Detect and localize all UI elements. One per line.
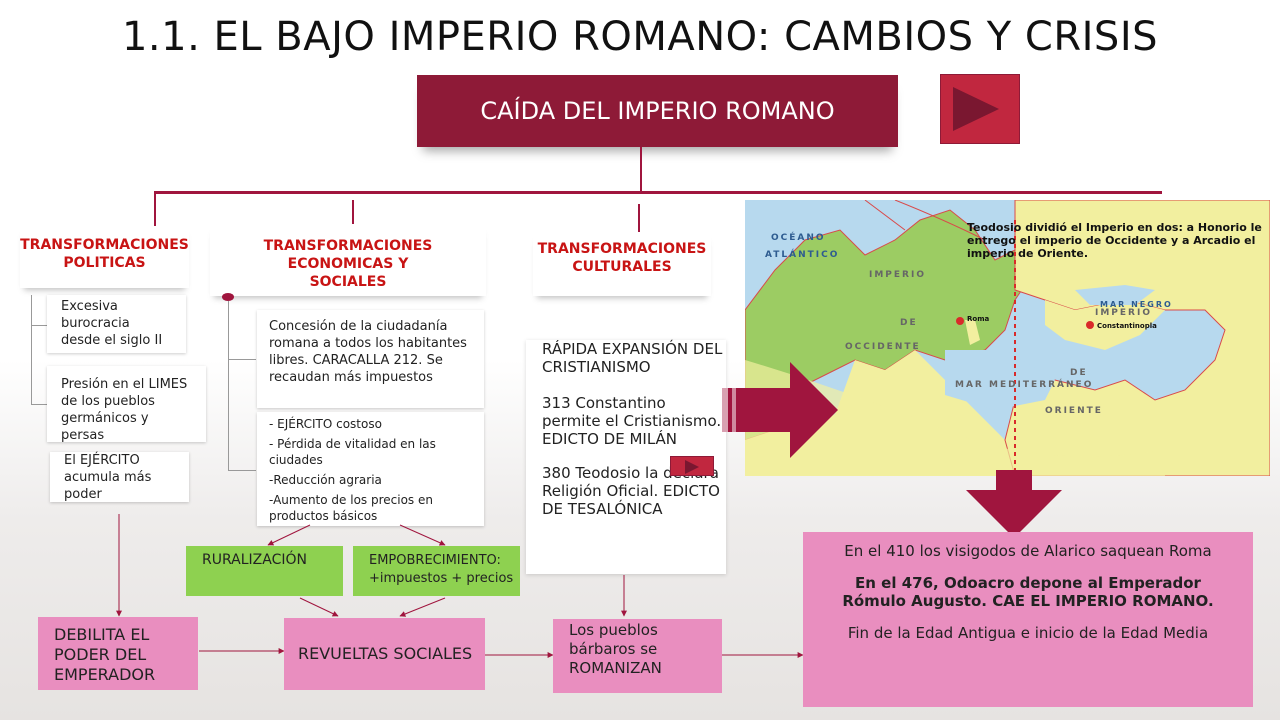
map-graphic <box>745 200 1270 476</box>
main-topic-box: CAÍDA DEL IMPERIO ROMANO <box>417 75 898 147</box>
economicas-line-4: -Aumento de los precios en productos bás… <box>269 493 433 523</box>
small-play-button[interactable] <box>670 456 714 476</box>
economicas-line-1: - EJÉRCITO costoso <box>269 417 382 431</box>
map-label-oriente: ORIENTE <box>1045 406 1103 416</box>
tree-line-economicas <box>228 301 229 471</box>
ruralizacion-box: RURALIZACIÓN <box>186 546 343 596</box>
tree-branch <box>31 404 47 405</box>
play-button[interactable] <box>940 74 1020 144</box>
main-topic-label: CAÍDA DEL IMPERIO ROMANO <box>480 97 835 125</box>
roman-empire-map: OCÉANO ATLÁNTICO IMPERIO DE OCCIDENTE MA… <box>745 200 1270 476</box>
connector-economicas <box>352 200 354 234</box>
connector-trunk <box>640 147 642 192</box>
bullet-dot <box>222 293 234 301</box>
map-label-occidente: OCCIDENTE <box>845 342 921 352</box>
final-box: En el 410 los visigodos de Alarico saque… <box>803 532 1253 707</box>
final-line-3: Fin de la Edad Antigua e inicio de la Ed… <box>847 624 1209 642</box>
economicas-line-3: -Reducción agraria <box>269 473 382 487</box>
heading-economicas: TRANSFORMACIONES ECONOMICAS Y SOCIALES <box>210 224 486 296</box>
page-title: 1.1. EL BAJO IMPERIO ROMANO: CAMBIOS Y C… <box>121 14 1159 60</box>
small-play-icon <box>685 460 699 474</box>
map-caption: Teodosio dividió el Imperio en dos: a Ho… <box>967 221 1262 260</box>
down-arrow-icon <box>966 470 1062 538</box>
map-label-atlantico: ATLÁNTICO <box>765 250 840 260</box>
connector-culturales <box>638 204 640 234</box>
empobrecimiento-box: EMPOBRECIMIENTO: +impuestos + precios <box>353 546 520 596</box>
culturales-p2: 313 Constantino permite el Cristianismo.… <box>542 394 722 448</box>
tree-branch <box>31 325 47 326</box>
connector-to-empobrecimiento <box>399 524 446 546</box>
map-label-constantinopla: Constantinopla <box>1097 322 1157 330</box>
connector-empobrecimiento-revueltas <box>399 597 446 617</box>
tree-branch <box>228 470 256 471</box>
heading-culturales: TRANSFORMACIONES CULTURALES <box>533 232 711 296</box>
map-label-de-e: DE <box>1070 368 1088 378</box>
economicas-item-2: - EJÉRCITO costoso - Pérdida de vitalida… <box>257 412 484 526</box>
map-label-imperio-e: IMPERIO <box>1095 308 1152 318</box>
map-label-oceano: OCÉANO <box>771 233 826 243</box>
tree-branch <box>228 359 256 360</box>
map-label-mar-negro: MAR NEGRO <box>1100 300 1173 309</box>
connector-ruralizacion-revueltas <box>299 597 339 617</box>
economicas-item-1: Concesión de la ciudadanía romana a todo… <box>257 310 484 408</box>
heading-politicas: TRANSFORMACIONES POLITICAS <box>20 226 189 288</box>
connector-to-ruralizacion <box>267 524 311 546</box>
final-line-2: En el 476, Odoacro depone al Emperador R… <box>842 574 1214 610</box>
map-label-imperio-w: IMPERIO <box>869 270 926 280</box>
connector-horizontal <box>154 191 1162 194</box>
map-label-roma: Roma <box>967 315 990 323</box>
pueblos-box: Los pueblos bárbaros se ROMANIZAN <box>553 619 722 693</box>
politicas-item-3: El EJÉRCITO acumula más poder <box>50 452 189 502</box>
politicas-item-2: Presión en el LIMES de los pueblos germá… <box>47 366 206 443</box>
map-label-mar-med: MAR MEDITERRÁNEO <box>955 380 1094 390</box>
politicas-item-1: Excesiva burocracia desde el siglo II <box>47 295 186 353</box>
economicas-line-2: - Pérdida de vitalidad en las ciudades <box>269 437 436 467</box>
final-line-1: En el 410 los visigodos de Alarico saque… <box>844 542 1212 560</box>
tree-line-politicas <box>31 295 32 405</box>
debilita-box: DEBILITA EL PODER DEL EMPERADOR <box>38 617 198 690</box>
map-label-de-w: DE <box>900 318 918 328</box>
culturales-p1: RÁPIDA EXPANSIÓN DEL CRISTIANISMO <box>542 340 723 376</box>
play-icon <box>953 87 999 131</box>
connector-politicas <box>154 192 156 234</box>
revueltas-box: REVUELTAS SOCIALES <box>284 618 485 690</box>
